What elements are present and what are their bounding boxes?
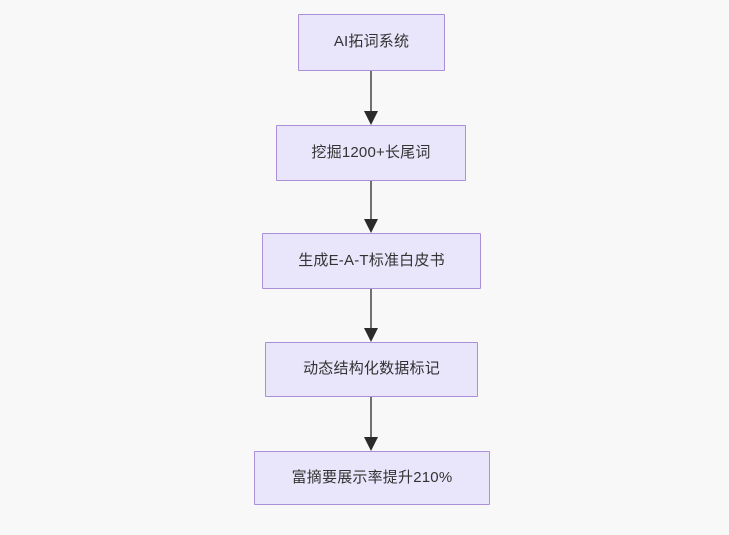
node-label: AI拓词系统 — [333, 33, 410, 51]
edge-n3-n4 — [364, 289, 378, 342]
arrow-down-icon — [364, 328, 378, 342]
flowchart-node-rich-snippet-impression-lift[interactable]: 富摘要展示率提升210% — [254, 451, 490, 505]
arrow-down-icon — [364, 437, 378, 451]
edge-n2-n3 — [364, 181, 378, 233]
flowchart-node-generate-eat-whitepaper[interactable]: 生成E-A-T标准白皮书 — [262, 233, 481, 289]
flowchart-node-mine-longtail-keywords[interactable]: 挖掘1200+长尾词 — [276, 125, 466, 181]
node-label: 富摘要展示率提升210% — [291, 468, 453, 486]
node-label: 挖掘1200+长尾词 — [311, 143, 431, 161]
edge-n4-n5 — [364, 397, 378, 451]
node-label: 生成E-A-T标准白皮书 — [298, 251, 445, 269]
node-label: 动态结构化数据标记 — [303, 360, 440, 378]
flowchart-node-dynamic-structured-data-markup[interactable]: 动态结构化数据标记 — [265, 342, 478, 397]
arrow-down-icon — [364, 219, 378, 233]
edge-n1-n2 — [364, 71, 378, 125]
flowchart-node-ai-keyword-system[interactable]: AI拓词系统 — [298, 14, 445, 71]
arrow-down-icon — [364, 111, 378, 125]
